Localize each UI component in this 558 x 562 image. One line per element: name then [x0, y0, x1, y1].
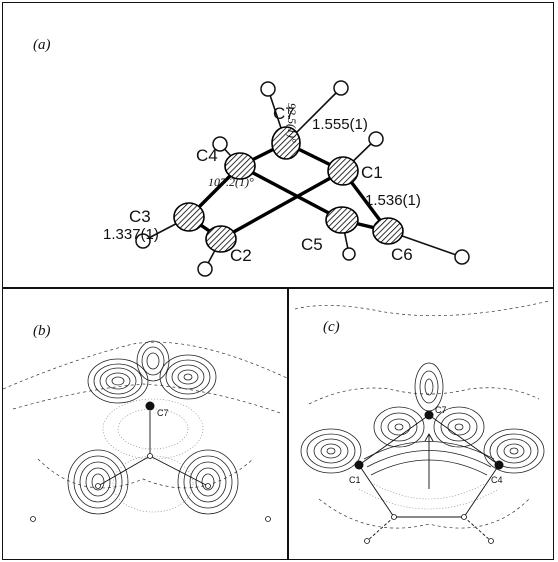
label-c7-c: C7: [435, 405, 447, 415]
angle-c1-c7-c4: 92.5(1)°: [285, 103, 299, 143]
atom-c1: [327, 156, 359, 186]
contour-lobe-lower-right: [177, 449, 239, 515]
contour-lobe-upper-right: [159, 354, 217, 400]
contour-plot-b: C7: [3, 340, 287, 522]
atom-c4-marker: [494, 460, 504, 470]
bond-length-c3-c2: 1.337(1): [103, 226, 159, 243]
label-c3: C3: [129, 207, 151, 226]
panel-a-label: (a): [33, 37, 51, 53]
atom-c7: [271, 126, 301, 160]
contour-lobe-upper-left: [87, 358, 149, 404]
projected-bonds: [358, 414, 500, 542]
atom-c3: [173, 202, 205, 232]
contour-plot-c: C7 C1 C4: [294, 300, 550, 544]
atom-c5: [325, 206, 359, 234]
label-c7: C7: [273, 104, 295, 123]
atom-c1-marker: [354, 460, 364, 470]
bond-length-c1-c6: 1.536(1): [365, 192, 421, 209]
contour-lobe-top: [414, 362, 444, 412]
atom-c2: [205, 225, 237, 253]
contour-lobe-left: [300, 428, 362, 474]
panel-c-label: (c): [323, 319, 340, 335]
molecule-diagram: C7 C1 C4 C3 C2 C5 C6 1.555(1) 1.536(1) 1…: [103, 80, 470, 277]
panel-a-molecular-structure: (a): [2, 2, 554, 288]
hydrogen-atoms: [135, 80, 470, 277]
panel-b-contour-map: (b): [2, 288, 288, 560]
label-c2: C2: [230, 246, 252, 265]
label-c1: C1: [361, 163, 383, 182]
panel-c-contour-map: (c): [288, 288, 554, 560]
carbon-atoms: [173, 126, 404, 253]
contour-lobe-top: [136, 340, 170, 382]
label-c6: C6: [391, 245, 413, 264]
atom-c6: [372, 217, 404, 245]
panel-b-label: (b): [33, 323, 51, 339]
label-c4-c: C4: [491, 475, 503, 485]
atom-c7-marker: [424, 410, 434, 420]
label-c4: C4: [196, 146, 218, 165]
contour-lobe-lower-left: [67, 449, 129, 515]
projected-bonds: [97, 411, 209, 487]
label-c7-b: C7: [157, 408, 169, 418]
label-c1-c: C1: [349, 475, 361, 485]
angle-at-c4: 107.2(1)°: [208, 175, 254, 189]
contour-lobe-center-left: [373, 406, 425, 448]
label-c5: C5: [301, 235, 323, 254]
bond-length-c1-c7: 1.555(1): [312, 116, 368, 133]
atom-c4: [224, 152, 256, 180]
contour-lobe-right: [483, 428, 545, 474]
atom-c7-marker: [145, 401, 155, 411]
contour-lobe-center-right: [433, 406, 485, 448]
